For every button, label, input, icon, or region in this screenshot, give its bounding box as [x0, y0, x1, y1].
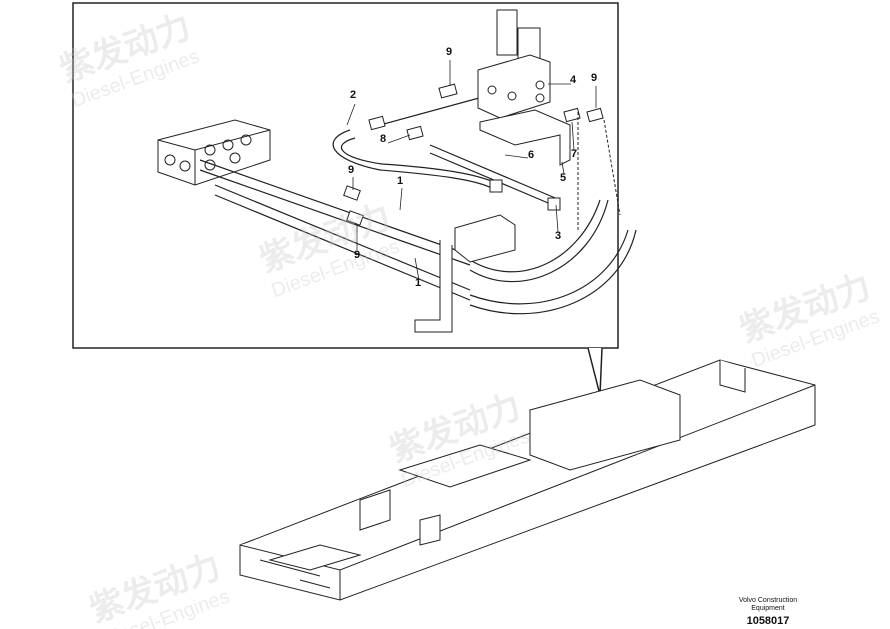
- callout-9: 9: [591, 72, 598, 84]
- callout-9: 9: [446, 46, 453, 58]
- fittings: [343, 83, 621, 230]
- part-number: 1058017: [746, 615, 790, 627]
- callout-6: 6: [528, 149, 535, 161]
- callout-8: 8: [380, 133, 387, 145]
- tee-block: [414, 214, 516, 333]
- chassis-frame: [239, 359, 816, 601]
- maker-line-1: Volvo Construction: [738, 597, 798, 604]
- callout-3: 3: [555, 230, 562, 242]
- solenoid-valve: [477, 9, 571, 166]
- leader-lines: [346, 60, 597, 281]
- callout-7: 7: [571, 148, 578, 160]
- callout-1: 1: [415, 277, 422, 289]
- callout-4: 4: [570, 74, 577, 86]
- callout-9: 9: [348, 164, 355, 176]
- callout-1: 1: [397, 175, 404, 187]
- callout-2: 2: [350, 89, 357, 101]
- hoses: [199, 94, 637, 315]
- callout-5: 5: [560, 172, 567, 184]
- part-caption: Volvo Construction Equipment 1058017: [726, 597, 810, 627]
- maker-line-2: Equipment: [751, 605, 785, 612]
- callout-9: 9: [354, 249, 361, 261]
